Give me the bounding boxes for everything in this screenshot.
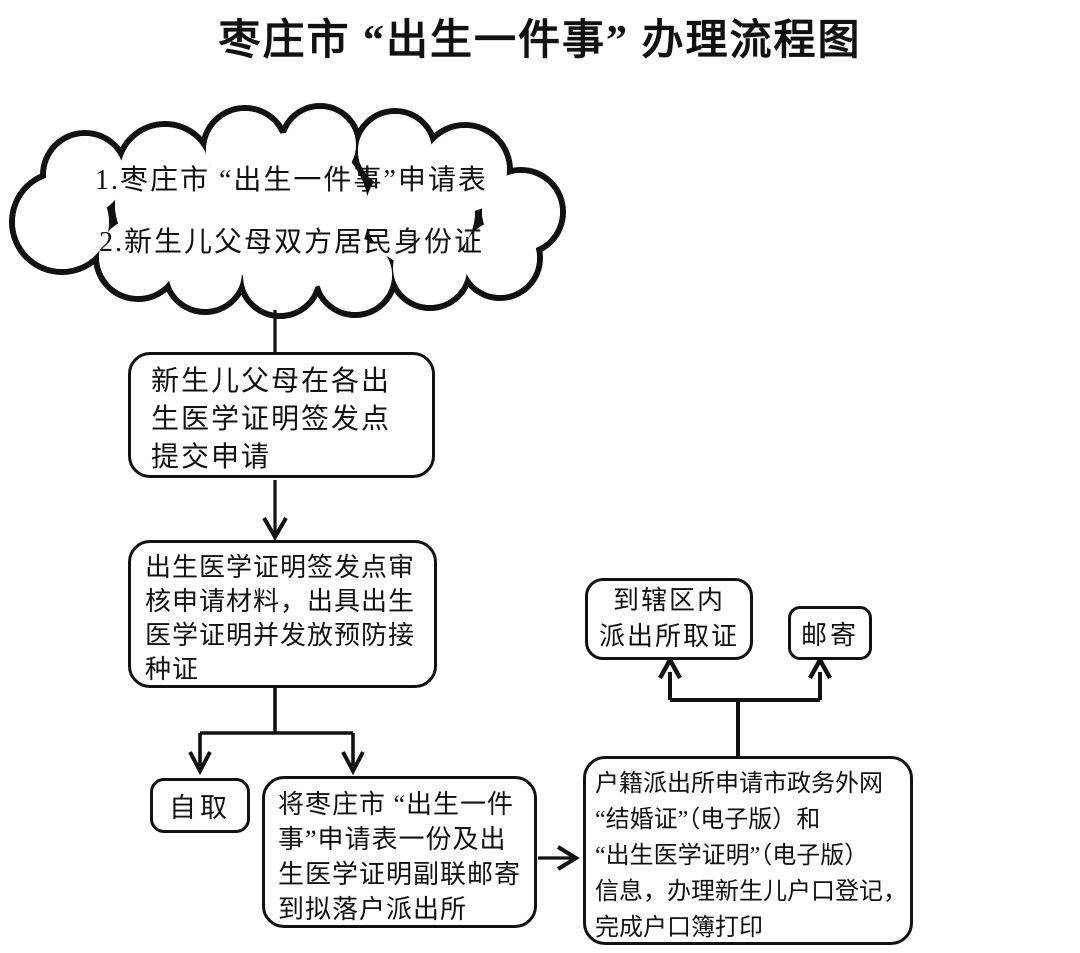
node-post-label: 邮寄: [800, 620, 859, 650]
branch-review-to-options: [188, 688, 365, 776]
node-review-line: 核申请材料，出具出生: [145, 587, 416, 616]
node-review-line: 医学证明并发放预防接: [145, 621, 416, 650]
node-review-line: 出生医学证明签发点审: [145, 553, 416, 582]
node-hukou-line: “结婚证”（电子版）和: [595, 807, 821, 833]
node-submit-line: 新生儿父母在各出: [151, 366, 392, 397]
node-station-pickup-line: 派出所取证: [598, 622, 739, 651]
node-submit-line: 生医学证明签发点: [151, 404, 392, 435]
node-mail-line: 将枣庄市 “出生一件: [278, 790, 515, 819]
arrow-submit-to-review: [262, 480, 288, 541]
node-hukou-line: 信息，办理新生儿户口登记，: [595, 879, 907, 905]
node-household-registration: 户籍派出所申请市政务外网 “结婚证”（电子版）和 “出生医学证明”（电子版） 信…: [583, 756, 913, 945]
node-post-delivery: 邮寄: [788, 606, 872, 660]
cloud-material-1: 1.枣庄市 “出生一件事”申请表: [95, 165, 488, 196]
node-review-line: 种证: [145, 655, 200, 684]
node-station-pickup: 到辖区内 派出所取证: [585, 578, 753, 660]
node-station-pickup-line: 到辖区内: [612, 586, 725, 615]
node-hukou-line: 户籍派出所申请市政务外网: [595, 771, 883, 797]
node-mail-line: 事”申请表一份及出: [278, 825, 507, 854]
node-mail-to-station: 将枣庄市 “出生一件 事”申请表一份及出 生医学证明副联邮寄 到拟落户派出所: [262, 776, 537, 928]
cloud-icon: [9, 103, 566, 319]
node-hukou-line: “出生医学证明”（电子版）: [595, 843, 869, 869]
node-hukou-line: 完成户口簿打印: [595, 915, 763, 941]
cloud-material-2: 2.新生儿父母双方居民身份证: [99, 227, 485, 258]
node-self-pickup-label: 自取: [169, 793, 231, 823]
branch-hukou-to-results: [658, 655, 832, 756]
node-mail-line: 生医学证明副联邮寄: [278, 860, 522, 889]
node-review-issue: 出生医学证明签发点审 核申请材料，出具出生 医学证明并发放预防接 种证: [128, 540, 437, 688]
page-title: 枣庄市 “出生一件事” 办理流程图: [218, 18, 862, 64]
node-submit-application: 新生儿父母在各出 生医学证明签发点 提交申请: [128, 352, 435, 478]
node-mail-line: 到拟落户派出所: [278, 895, 468, 924]
arrow-mail-to-hukou: [538, 845, 580, 871]
node-submit-line: 提交申请: [151, 442, 272, 473]
node-self-pickup: 自取: [150, 778, 250, 833]
